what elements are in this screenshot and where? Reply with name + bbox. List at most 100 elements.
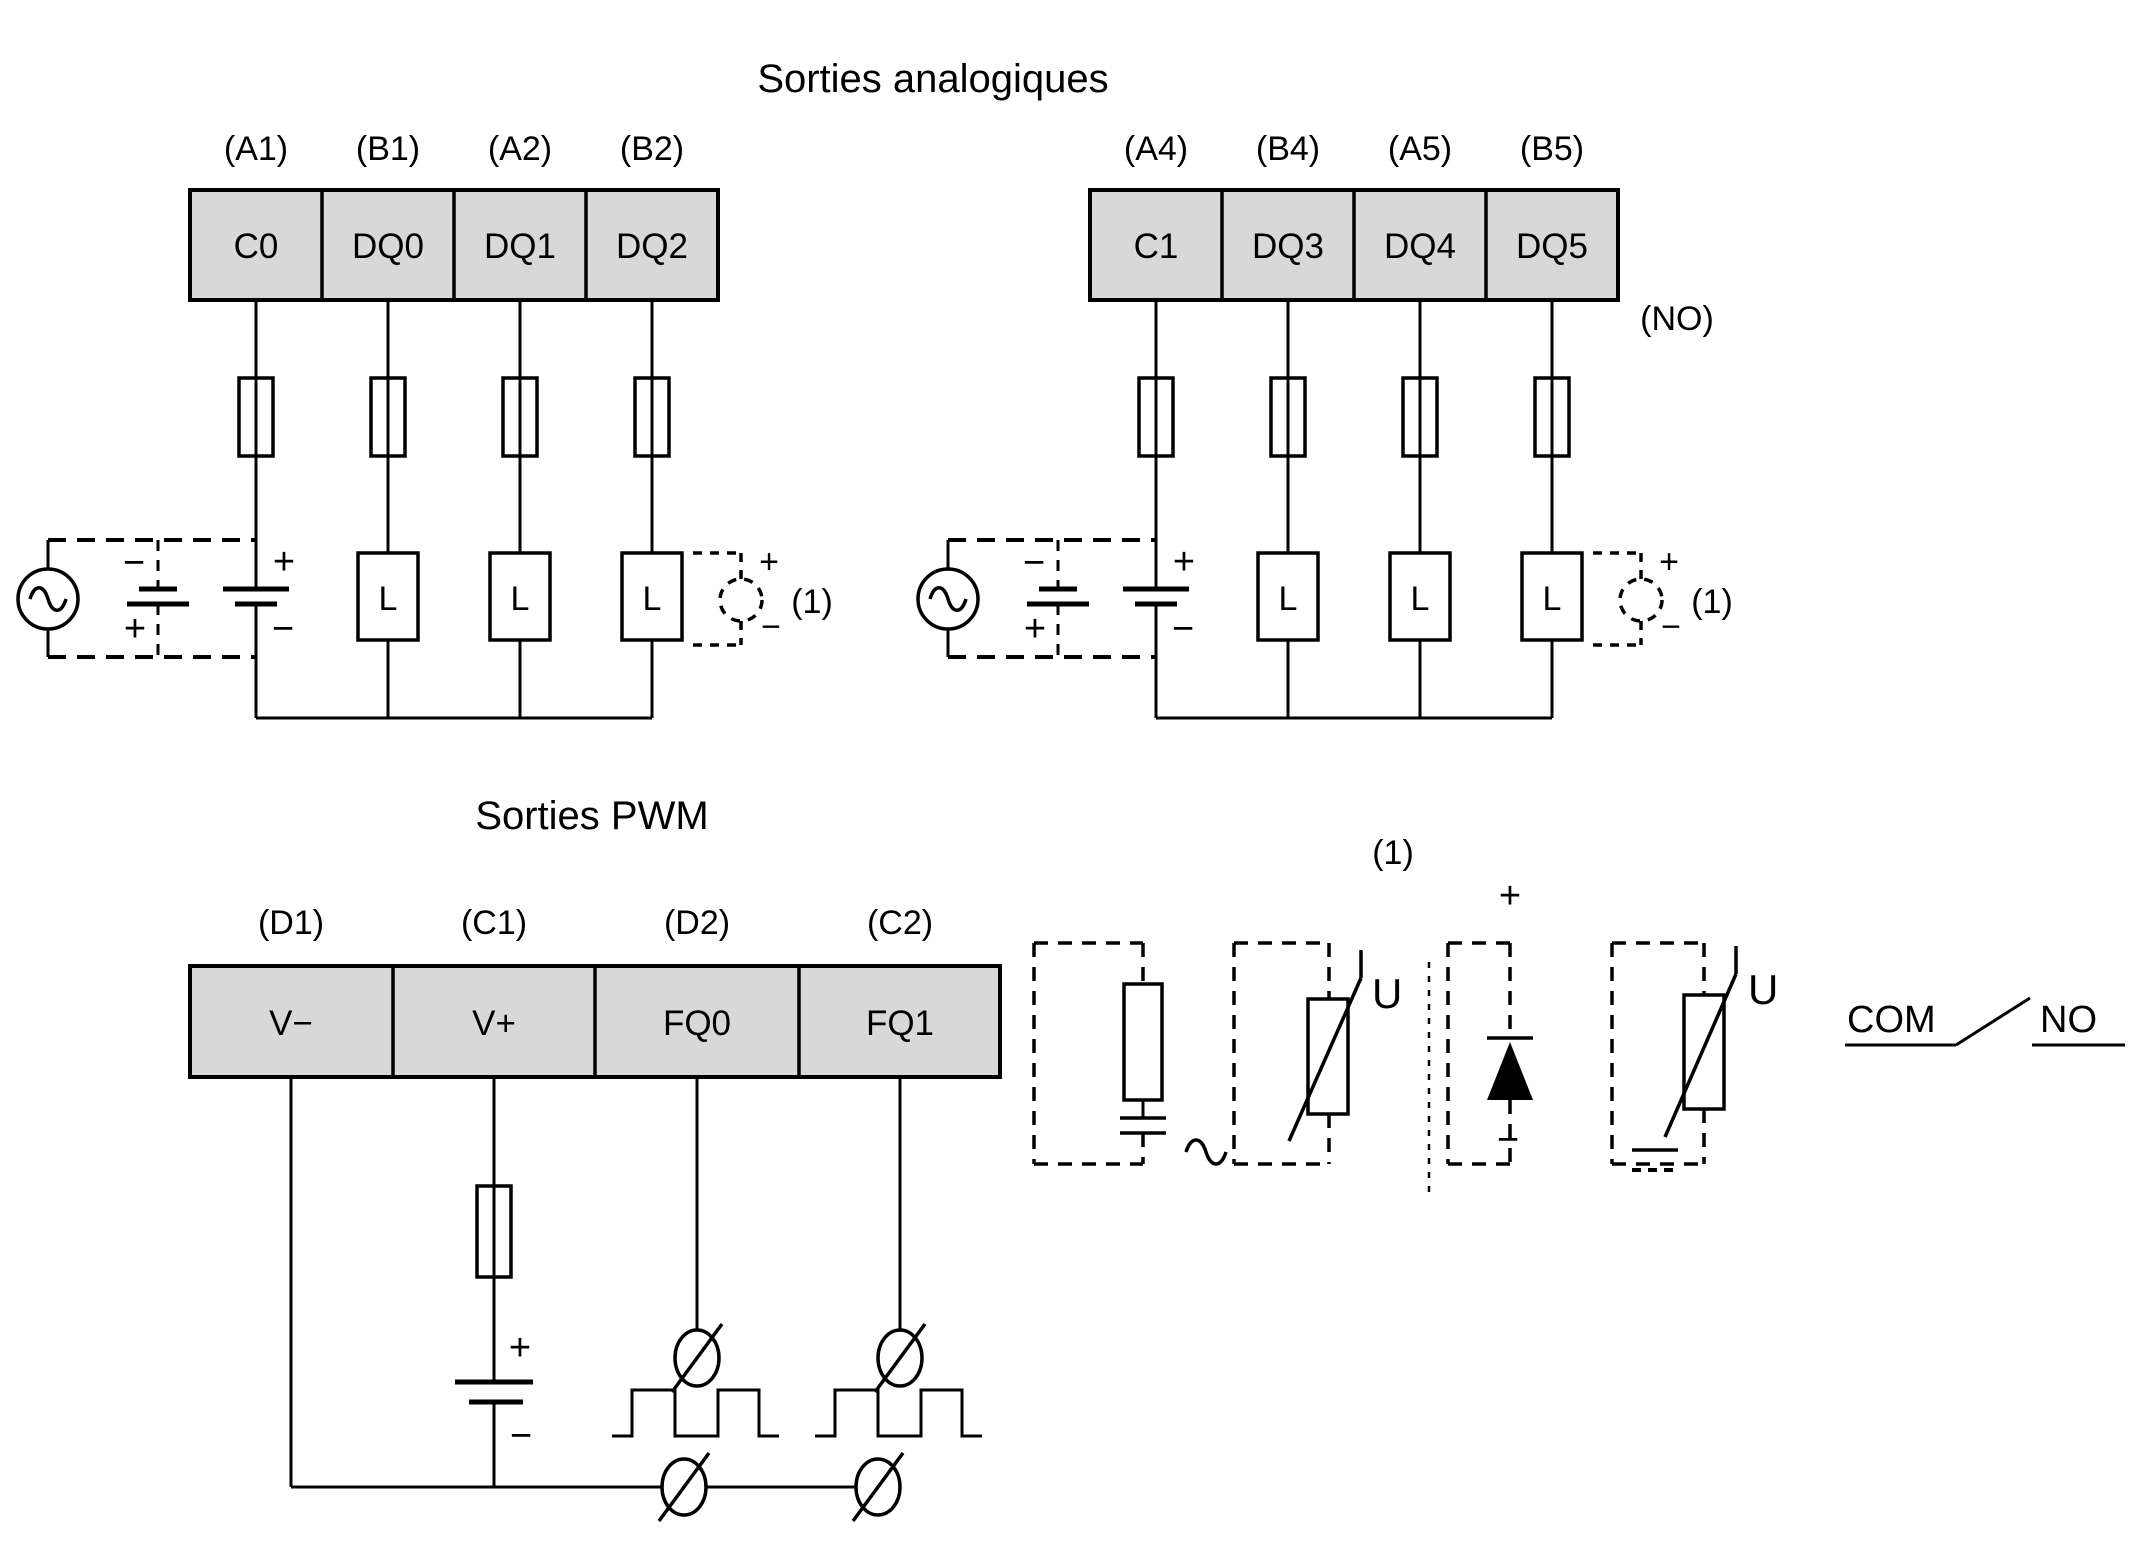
fuse-icon — [1533, 376, 1571, 458]
terminal-cell-dq4: DQ4 — [1384, 227, 1456, 266]
legend-varistor-ac-icon: U — [1232, 941, 1402, 1166]
terminal-cell-fq1: FQ1 — [866, 1004, 934, 1043]
terminal-cell-dq1: DQ1 — [484, 227, 556, 266]
com-label: COM — [1847, 999, 1936, 1041]
load-icon: L — [1388, 551, 1452, 642]
terminal-cell-fq0: FQ0 — [663, 1004, 731, 1043]
pin-label-b5: (B5) — [1520, 130, 1584, 168]
ac-source-icon — [16, 540, 80, 657]
fuse-icon — [475, 1184, 513, 1279]
pin-label-a1: (A1) — [224, 130, 288, 168]
probe-connector-icon — [657, 1451, 711, 1523]
dashed-battery-icon: − + — [1023, 540, 1089, 657]
voltage-label: U — [1748, 966, 1778, 1013]
minus-label: − — [510, 1415, 532, 1457]
dc-symbol-icon — [1632, 1148, 1678, 1172]
actuator-circle-icon: + − (1) — [693, 543, 833, 647]
terminal-block-analog-left: C0 DQ0 DQ1 DQ2 — [188, 188, 720, 302]
terminal-block-analog-right: C1 DQ3 DQ4 DQ5 — [1088, 188, 1620, 302]
pwm-wave-icon — [815, 1388, 982, 1438]
legend-diode-icon: − — [1446, 941, 1533, 1166]
pwm-wave-icon — [612, 1388, 779, 1438]
terminal-cell-dq0: DQ0 — [352, 227, 424, 266]
minus-label: − — [1497, 1119, 1519, 1161]
footnote-label: (1) — [1691, 583, 1733, 621]
minus-label: − — [1172, 608, 1194, 650]
legend-rc-snubber-icon — [1032, 941, 1166, 1166]
pin-label-c2: (C2) — [867, 904, 933, 942]
fuse-icon — [369, 376, 407, 458]
pin-label-a5: (A5) — [1388, 130, 1452, 168]
pin-label-b1: (B1) — [356, 130, 420, 168]
legend-varistor-dc-icon: U — [1610, 941, 1778, 1166]
pin-label-a2: (A2) — [488, 130, 552, 168]
load-icon: L — [1520, 551, 1584, 642]
terminal-cell-dq5: DQ5 — [1516, 227, 1588, 266]
plus-label: + — [1173, 541, 1195, 583]
plus-label: + — [273, 541, 295, 583]
dashed-battery-icon: − + — [123, 540, 189, 657]
fuse-icon — [501, 376, 539, 458]
terminal-cell-vminus: V− — [269, 1004, 313, 1043]
fuse-icon — [1137, 376, 1175, 458]
pin-label-b4: (B4) — [1256, 130, 1320, 168]
analog-section-title: Sorties analogiques — [757, 57, 1108, 101]
footnote-label: (1) — [1372, 834, 1414, 872]
minus-label: − — [1023, 542, 1045, 584]
plus-label: + — [1499, 875, 1521, 917]
fuse-icon — [633, 376, 671, 458]
fuse-icon — [1401, 376, 1439, 458]
switch-blade-icon — [1955, 996, 2031, 1047]
analog-outputs-section: Sorties analogiques (A1) (B1) (A2) (B2) … — [16, 57, 1733, 720]
terminal-cell-dq3: DQ3 — [1252, 227, 1324, 266]
plus-label: + — [124, 608, 146, 650]
voltage-label: U — [1372, 970, 1402, 1017]
analog-left-group: (A1) (B1) (A2) (B2) C0 DQ0 DQ1 DQ2 — [16, 130, 833, 720]
load-label: L — [1411, 580, 1430, 618]
com-no-switch: COM NO — [1845, 996, 2125, 1047]
fuse-icon — [237, 376, 275, 458]
terminal-block-pwm: V− V+ FQ0 FQ1 — [188, 964, 1002, 1079]
pin-label-d1: (D1) — [258, 904, 324, 942]
probe-connector-icon — [670, 1322, 724, 1394]
battery-icon: + − — [455, 1327, 533, 1457]
load-label: L — [379, 580, 398, 618]
terminal-cell-dq2: DQ2 — [616, 227, 688, 266]
actuator-circle-icon: + − (1) — [1593, 543, 1733, 647]
load-label: L — [1543, 580, 1562, 618]
plus-label: + — [1659, 543, 1679, 581]
minus-label: − — [1661, 608, 1681, 646]
plus-label: + — [509, 1327, 531, 1369]
minus-label: − — [123, 542, 145, 584]
load-icon: L — [356, 551, 420, 642]
pwm-outputs-section: Sorties PWM (D1) (C1) (D2) (C2) V− V+ FQ… — [188, 794, 1002, 1523]
minus-label: − — [761, 608, 781, 646]
minus-label: − — [272, 608, 294, 650]
ac-source-icon — [916, 540, 980, 657]
probe-connector-icon — [873, 1322, 927, 1394]
plus-label: + — [759, 543, 779, 581]
ac-symbol-icon — [1184, 1138, 1228, 1166]
suppressor-legend: (1) + U — [1032, 834, 2125, 1192]
pwm-section-title: Sorties PWM — [475, 794, 708, 838]
probe-connector-icon — [851, 1451, 905, 1523]
pin-label-c1: (C1) — [461, 904, 527, 942]
pin-label-d2: (D2) — [664, 904, 730, 942]
load-icon: L — [488, 551, 552, 642]
battery-icon: + − — [1123, 541, 1195, 650]
plus-label: + — [1024, 608, 1046, 650]
load-icon: L — [620, 551, 684, 642]
load-icon: L — [1256, 551, 1320, 642]
load-label: L — [1279, 580, 1298, 618]
analog-right-group: (A4) (B4) (A5) (B5) C1 DQ3 DQ4 DQ5 (NO) — [916, 130, 1733, 720]
load-label: L — [643, 580, 662, 618]
footnote-label: (1) — [791, 583, 833, 621]
terminal-cell-c0: C0 — [234, 227, 279, 266]
load-label: L — [511, 580, 530, 618]
relay-no-label: (NO) — [1640, 300, 1714, 338]
terminal-cell-c1: C1 — [1134, 227, 1179, 266]
battery-icon: + − — [223, 541, 295, 650]
pin-label-b2: (B2) — [620, 130, 684, 168]
